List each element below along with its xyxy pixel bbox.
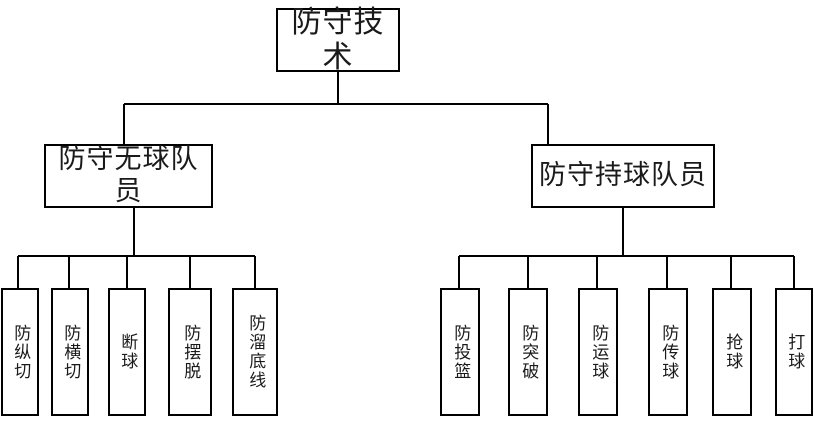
leaf-node-label: 防运球 — [588, 323, 609, 381]
node-defend-off-ball-player: 防守无球队员 — [44, 144, 213, 208]
leaf-node-label: 防突破 — [518, 323, 539, 381]
node-root-label: 防守技术 — [291, 4, 385, 75]
node-defend-ball-handler: 防守持球队员 — [531, 144, 715, 208]
leaf-node-label: 防投篮 — [450, 323, 471, 381]
leaf-node: 防投篮 — [440, 288, 480, 416]
leaf-node-label: 防溜底线 — [245, 314, 266, 390]
leaf-node-label: 防传球 — [658, 323, 679, 381]
leaf-node: 防突破 — [508, 288, 548, 416]
leaf-node: 防摆脱 — [168, 288, 212, 416]
leaf-node: 断球 — [108, 288, 146, 416]
leaf-node: 抢球 — [712, 288, 752, 416]
node-defend-off-ball-player-label: 防守无球队员 — [58, 144, 199, 207]
leaf-node-label: 防摆脱 — [180, 323, 201, 381]
leaf-node-label: 打球 — [784, 333, 805, 371]
leaf-node-label: 断球 — [117, 333, 138, 371]
leaf-node-label: 防横切 — [60, 323, 81, 381]
leaf-node: 防纵切 — [1, 288, 39, 416]
leaf-node: 防运球 — [578, 288, 618, 416]
leaf-node: 打球 — [775, 288, 813, 416]
leaf-node: 防横切 — [51, 288, 89, 416]
node-root: 防守技术 — [276, 5, 400, 75]
node-defend-ball-handler-label: 防守持球队员 — [539, 160, 707, 192]
leaf-node: 防传球 — [648, 288, 688, 416]
leaf-node-label: 防纵切 — [10, 323, 31, 381]
leaf-node-label: 抢球 — [722, 333, 743, 371]
leaf-node: 防溜底线 — [232, 288, 278, 416]
